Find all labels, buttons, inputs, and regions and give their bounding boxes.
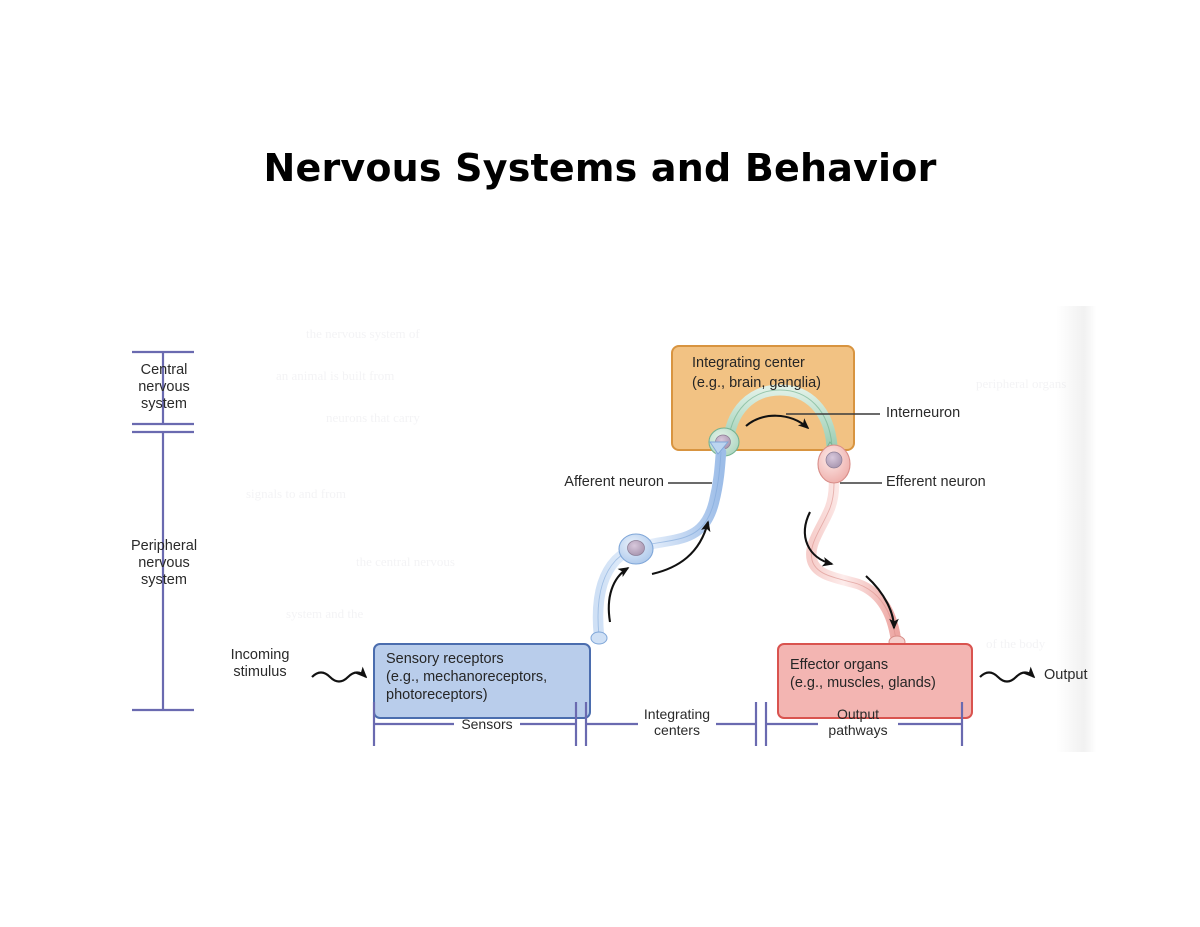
- efferent-flow-arrow-lower: [865, 575, 899, 630]
- integrating-center-label-line1: Integrating center: [692, 355, 805, 371]
- effector-organs-label-line1: Effector organs: [790, 657, 889, 673]
- incoming-stimulus-arrow: [311, 666, 368, 683]
- sensory-receptors-label-line2: (e.g., mechanoreceptors,: [386, 669, 548, 685]
- scan-page-background: [96, 306, 1096, 752]
- efferent-neuron-shape: [806, 444, 906, 649]
- incoming-stimulus-label: Incoming stimulus: [230, 647, 290, 680]
- page-title: Nervous Systems and Behavior: [263, 146, 937, 190]
- sensory-receptors-label-line1: Sensory receptors: [386, 651, 504, 667]
- integrating-centers-bracket-label: Integrating centers: [643, 706, 711, 738]
- cns-pns-bracket-group: [132, 350, 194, 712]
- ghost-text-0: the nervous system of: [306, 326, 420, 341]
- ghost-text-6: peripheral organs: [976, 376, 1067, 391]
- afferent-neuron-shape: [590, 441, 729, 645]
- sensory-receptors-label-line3: photoreceptors): [386, 687, 488, 703]
- sensory-receptors-rect: [373, 643, 591, 719]
- ghost-text-3: signals to and from: [246, 486, 347, 501]
- nervous-system-figure: the nervous system of an animal is built…: [96, 306, 1096, 752]
- output-label: Output: [1044, 667, 1088, 683]
- effector-organs-rect: [777, 643, 973, 719]
- ghost-text-2: neurons that carry: [326, 410, 420, 425]
- interneuron-label: Interneuron: [886, 405, 961, 421]
- ghost-text-1: an animal is built from: [276, 368, 395, 383]
- efferent-neuron-label: Efferent neuron: [886, 474, 986, 490]
- output-arrow: [979, 666, 1036, 683]
- ghost-text-4: the central nervous: [356, 554, 455, 569]
- effector-organs-label-line2: (e.g., muscles, glands): [790, 675, 936, 691]
- pns-bracket-label: Peripheral nervous system: [130, 538, 198, 588]
- afferent-flow-arrow-upper: [651, 520, 711, 576]
- afferent-neuron-label: Afferent neuron: [564, 474, 664, 490]
- afferent-flow-arrow-lower: [607, 567, 630, 623]
- interneuron-flow-arrow: [745, 414, 810, 430]
- efferent-flow-arrow-upper: [803, 511, 834, 567]
- output-pathways-bracket-label: Output pathways: [828, 706, 888, 738]
- bottom-bracket-group: [372, 702, 964, 746]
- sensors-bracket-label: Sensors: [461, 716, 513, 732]
- figure-vector-layer: [132, 345, 1036, 746]
- cns-bracket-label: Central nervous system: [138, 362, 190, 412]
- ghost-text-5: system and the: [286, 606, 364, 621]
- integrating-center-label-line2: (e.g., brain, ganglia): [692, 375, 821, 391]
- ghost-text-7: of the body: [986, 636, 1046, 651]
